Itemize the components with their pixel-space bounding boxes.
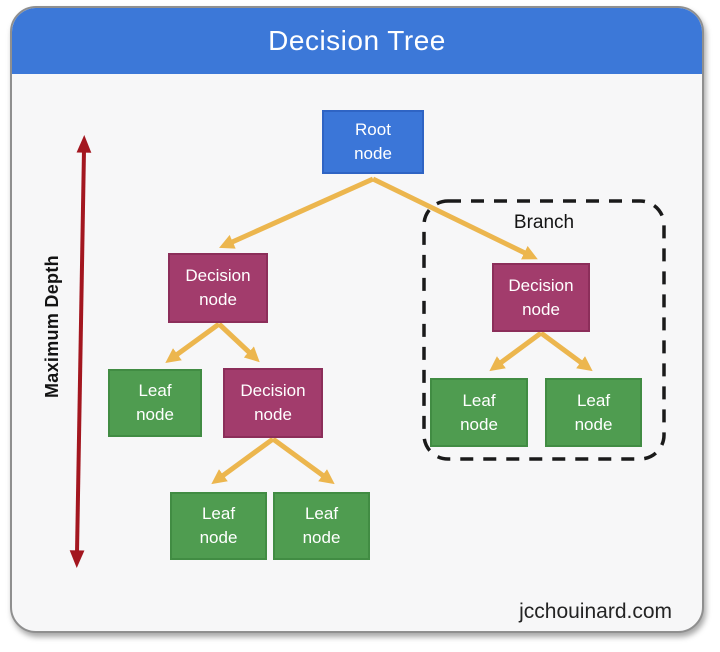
leaf-node-branch-left-label: Leaf node [460,390,498,434]
leaf-node-bottom-right-label: Leaf node [302,504,341,547]
branch-label: Branch [513,212,575,233]
decision-node-branch: Decision node [492,263,590,332]
decision-node-left-label: Decision node [185,266,251,309]
leaf-node-branch-left: Leaf node [430,378,528,447]
title-bar: Decision Tree [12,8,702,74]
root-node: Root node [322,110,424,174]
leaf-node-bottom-left-label: Leaf node [199,504,238,547]
maximum-depth-label: Maximum Depth [42,255,62,399]
leaf-node-branch-right: Leaf node [545,378,642,447]
decision-node-branch-label: Decision node [508,275,574,319]
watermark: jcchouinard.com [519,600,672,623]
leaf-node-left-label: Leaf node [136,381,174,424]
page-title: Decision Tree [268,25,446,56]
leaf-node-branch-right-label: Leaf node [574,390,613,434]
decision-node-mid-label: Decision node [240,381,306,424]
root-node-label: Root node [354,120,392,163]
decision-node-left: Decision node [168,253,268,323]
decision-node-mid: Decision node [223,368,323,438]
leaf-node-bottom-right: Leaf node [273,492,370,560]
leaf-node-bottom-left: Leaf node [170,492,267,560]
leaf-node-left: Leaf node [108,369,202,437]
